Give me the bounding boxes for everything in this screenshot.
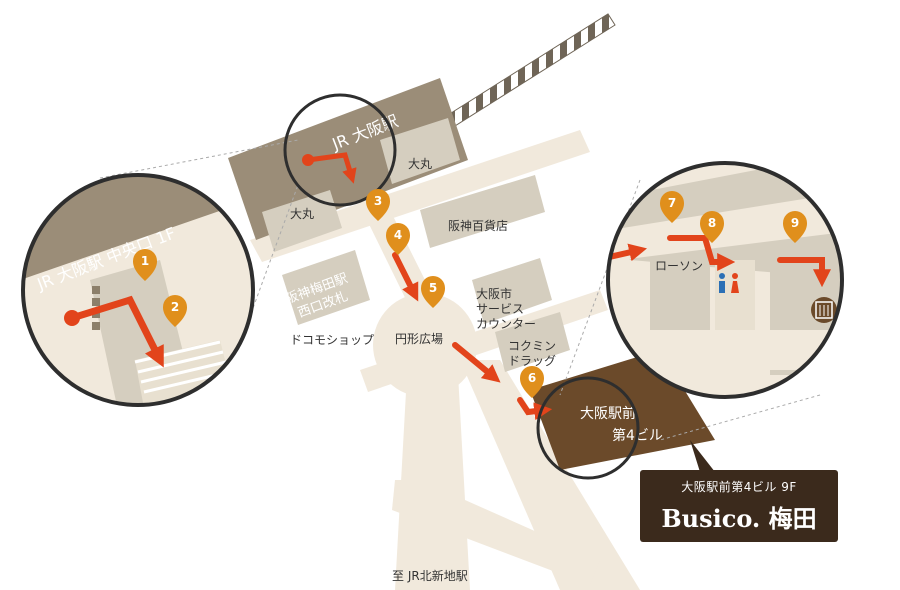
callout-subtitle: 大阪駅前第4ビル 9F — [681, 480, 797, 494]
pin-8: 8 — [700, 211, 724, 243]
service-label-2: サービス — [476, 302, 524, 316]
svg-text:7: 7 — [668, 196, 676, 210]
focus-circle-target — [536, 376, 640, 480]
hanshin-dept-label: 阪神百貨店 — [448, 218, 508, 233]
service-label-1: 大阪市 — [476, 286, 512, 301]
roads — [250, 130, 640, 590]
hanshin-dept-building — [420, 175, 545, 248]
pin-7: 7 — [660, 191, 684, 223]
pin-5: 5 — [421, 276, 445, 308]
svg-text:9: 9 — [791, 216, 799, 230]
pin-1: 1 — [133, 249, 157, 281]
pin-9: 9 — [783, 211, 807, 243]
route-arrows — [392, 252, 553, 421]
lawson-label: ローソン — [655, 259, 703, 273]
kokumin-label-2: ドラッグ — [508, 354, 556, 368]
svg-text:5: 5 — [429, 281, 437, 295]
pin-4: 4 — [386, 223, 410, 255]
docomo-label: ドコモショップ — [290, 333, 374, 347]
pin-2: 2 — [163, 295, 187, 327]
daimaru-top-building — [380, 118, 460, 184]
route-arrow-station — [305, 152, 357, 184]
svg-text:3: 3 — [374, 194, 382, 208]
svg-text:1: 1 — [141, 254, 149, 268]
start-dot-map — [302, 154, 314, 166]
svg-text:8: 8 — [708, 216, 716, 230]
pin-6: 6 — [520, 366, 544, 398]
elevator-icon — [811, 297, 837, 323]
destination-callout: 大阪駅前第4ビル 9F Busico. 梅田 — [640, 470, 838, 542]
daimaru-left-building — [262, 190, 342, 252]
target-label-1: 大阪駅前 — [580, 405, 636, 422]
route-pins: 1 2 3 4 5 6 7 8 — [133, 189, 807, 398]
hanshin-umeda-building — [282, 250, 370, 325]
service-label-3: カウンター — [476, 317, 536, 331]
svg-text:2: 2 — [171, 300, 179, 314]
pin-3: 3 — [366, 189, 390, 221]
focus-circle-station — [283, 93, 397, 207]
enkei-label: 円形広場 — [395, 332, 443, 346]
service-counter-building — [472, 258, 552, 324]
callout-pointer — [690, 440, 715, 472]
callout-title: Busico. 梅田 — [661, 504, 817, 533]
kitashinchi-label: 至 JR北新地駅 — [392, 568, 468, 583]
buildings — [262, 118, 570, 372]
svg-text:6: 6 — [528, 371, 536, 385]
zoom-circle-right: ローソン — [606, 161, 844, 399]
kokumin-building — [495, 312, 570, 372]
restroom-icon — [719, 273, 739, 293]
map-labels: 大丸 大丸 阪神百貨店 阪神梅田駅 西口改札 ドコモショップ 円形広場 大阪市 … — [284, 157, 663, 583]
kokumin-label-1: コクミン — [508, 339, 556, 353]
railway-line — [439, 13, 616, 132]
svg-text:4: 4 — [394, 228, 402, 242]
daimaru-left-label: 大丸 — [290, 207, 314, 221]
daimaru-top-label: 大丸 — [408, 157, 432, 171]
